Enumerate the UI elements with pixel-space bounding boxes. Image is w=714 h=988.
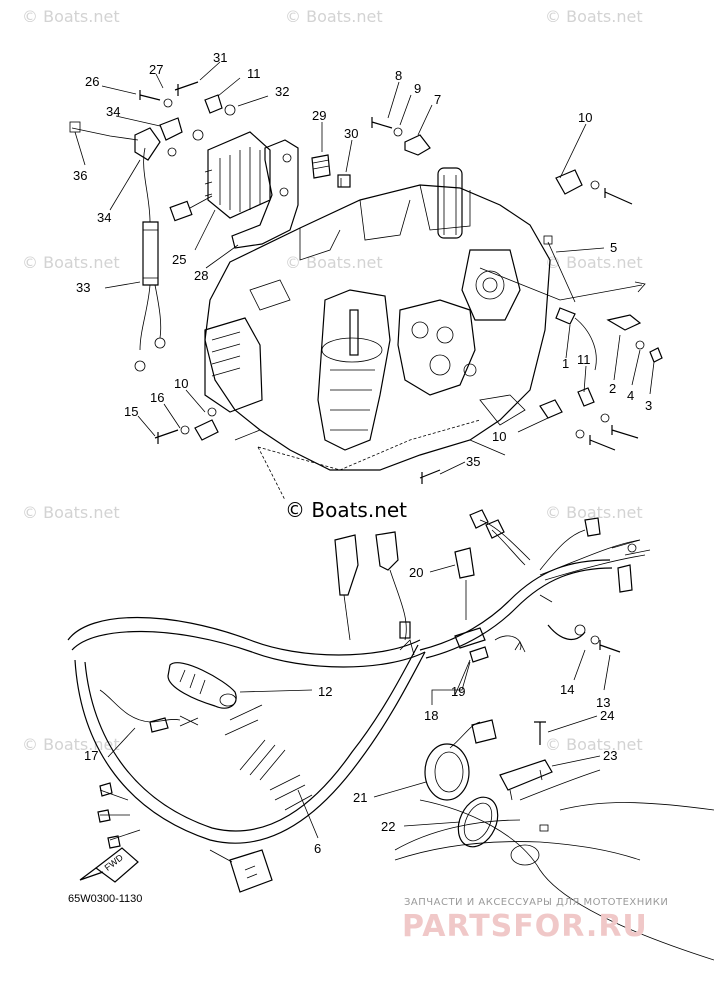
harness-right <box>419 509 651 663</box>
callout-22: 22 <box>381 819 395 834</box>
fwd-label: FWD <box>103 852 126 873</box>
cable-caps <box>334 531 411 641</box>
engine-block <box>204 167 551 501</box>
callout-24: 24 <box>600 708 614 723</box>
coupler-lower <box>209 849 273 893</box>
bracket-28 <box>231 139 299 249</box>
shop-logo: ЗАПЧАСТИ И АКСЕССУАРЫ ДЛЯ МОТОТЕХНИКИ PA… <box>402 897 668 944</box>
watermark: © Boats.net <box>285 7 383 26</box>
band-36 <box>69 121 139 141</box>
callout-8: 8 <box>395 68 402 83</box>
lead-17 <box>99 689 199 733</box>
band-5 <box>543 235 576 303</box>
watermark: © Boats.net <box>545 503 643 522</box>
screw-24 <box>534 721 546 745</box>
callout-2: 2 <box>609 381 616 396</box>
ignition-coil-33 <box>134 117 183 372</box>
callout-15: 15 <box>124 404 138 419</box>
clamp-10-upper <box>555 169 633 205</box>
callout-7: 7 <box>434 92 441 107</box>
watermark: © Boats.net <box>545 253 643 272</box>
callout-32: 32 <box>275 84 289 99</box>
callout-23: 23 <box>603 748 617 763</box>
callout-numbers: 31 27 11 26 32 34 36 34 25 28 33 29 30 8… <box>73 50 652 856</box>
callout-6: 6 <box>314 841 321 856</box>
fwd-arrow: FWD <box>79 847 139 883</box>
callout-4: 4 <box>627 388 634 403</box>
callout-33: 33 <box>76 280 90 295</box>
bolt-35 <box>419 469 441 484</box>
watermarks: © Boats.net © Boats.net © Boats.net © Bo… <box>22 7 643 754</box>
callout-21: 21 <box>353 790 367 805</box>
callout-34b: 34 <box>97 210 111 225</box>
callout-36: 36 <box>73 168 87 183</box>
clamp-2 <box>606 314 663 363</box>
shop-tagline: ЗАПЧАСТИ И АКСЕССУАРЫ ДЛЯ МОТОТЕХНИКИ <box>404 897 668 908</box>
o-ring-22 <box>457 796 499 848</box>
callout-3: 3 <box>645 398 652 413</box>
callout-1: 1 <box>562 356 569 371</box>
callout-17: 17 <box>84 748 98 763</box>
callout-14: 14 <box>560 682 574 697</box>
bracket-20 <box>454 547 475 620</box>
clamp-11-lower <box>539 387 639 451</box>
callout-10c: 10 <box>492 429 506 444</box>
clamp-7 <box>404 134 431 156</box>
callout-29: 29 <box>312 108 326 123</box>
switch-21 <box>424 719 497 801</box>
fasteners-left-15-16 <box>154 407 219 444</box>
watermark: © Boats.net <box>22 7 120 26</box>
wiring-harness-6 <box>67 617 426 849</box>
watermark: © Boats.net <box>285 253 383 272</box>
callout-25: 25 <box>172 252 186 267</box>
watermark: © Boats.net <box>545 7 643 26</box>
callout-11b: 11 <box>577 352 591 367</box>
cdi-unit-25 <box>204 131 271 219</box>
callout-19: 19 <box>451 684 465 699</box>
collar-30 <box>337 174 351 188</box>
callout-27: 27 <box>149 62 163 77</box>
arrow-marker <box>399 639 415 656</box>
callout-35: 35 <box>466 454 480 469</box>
watermark: © Boats.net <box>22 253 120 272</box>
watermark: © Boats.net <box>22 503 120 522</box>
fasteners-upper-left <box>139 81 236 222</box>
cowling <box>394 769 714 961</box>
watermark: © Boats.net <box>22 735 120 754</box>
callout-28: 28 <box>194 268 208 283</box>
callout-18: 18 <box>424 708 438 723</box>
cap-12 <box>167 662 237 709</box>
callout-12: 12 <box>318 684 332 699</box>
leader-lines <box>74 61 655 839</box>
bolt-8 <box>371 117 393 129</box>
callout-10b: 10 <box>174 376 188 391</box>
watermark: © Boats.net <box>545 735 643 754</box>
shop-name: PARTSFOR.RU <box>402 909 648 944</box>
callout-20: 20 <box>409 565 423 580</box>
callout-34: 34 <box>106 104 120 119</box>
callout-13: 13 <box>596 695 610 710</box>
callout-26: 26 <box>85 74 99 89</box>
callout-16: 16 <box>150 390 164 405</box>
grommet-29 <box>311 154 331 179</box>
callout-11: 11 <box>247 66 261 81</box>
washer-9 <box>393 127 403 137</box>
drawing-code: 65W0300-1130 <box>68 893 142 905</box>
wire-lead <box>479 267 646 371</box>
callout-30: 30 <box>344 126 358 141</box>
watermark-center: © Boats.net <box>285 498 407 522</box>
callout-31: 31 <box>213 50 227 65</box>
callout-10: 10 <box>578 110 592 125</box>
clamp-23 <box>499 759 553 801</box>
callout-9: 9 <box>414 81 421 96</box>
callout-5: 5 <box>610 240 617 255</box>
